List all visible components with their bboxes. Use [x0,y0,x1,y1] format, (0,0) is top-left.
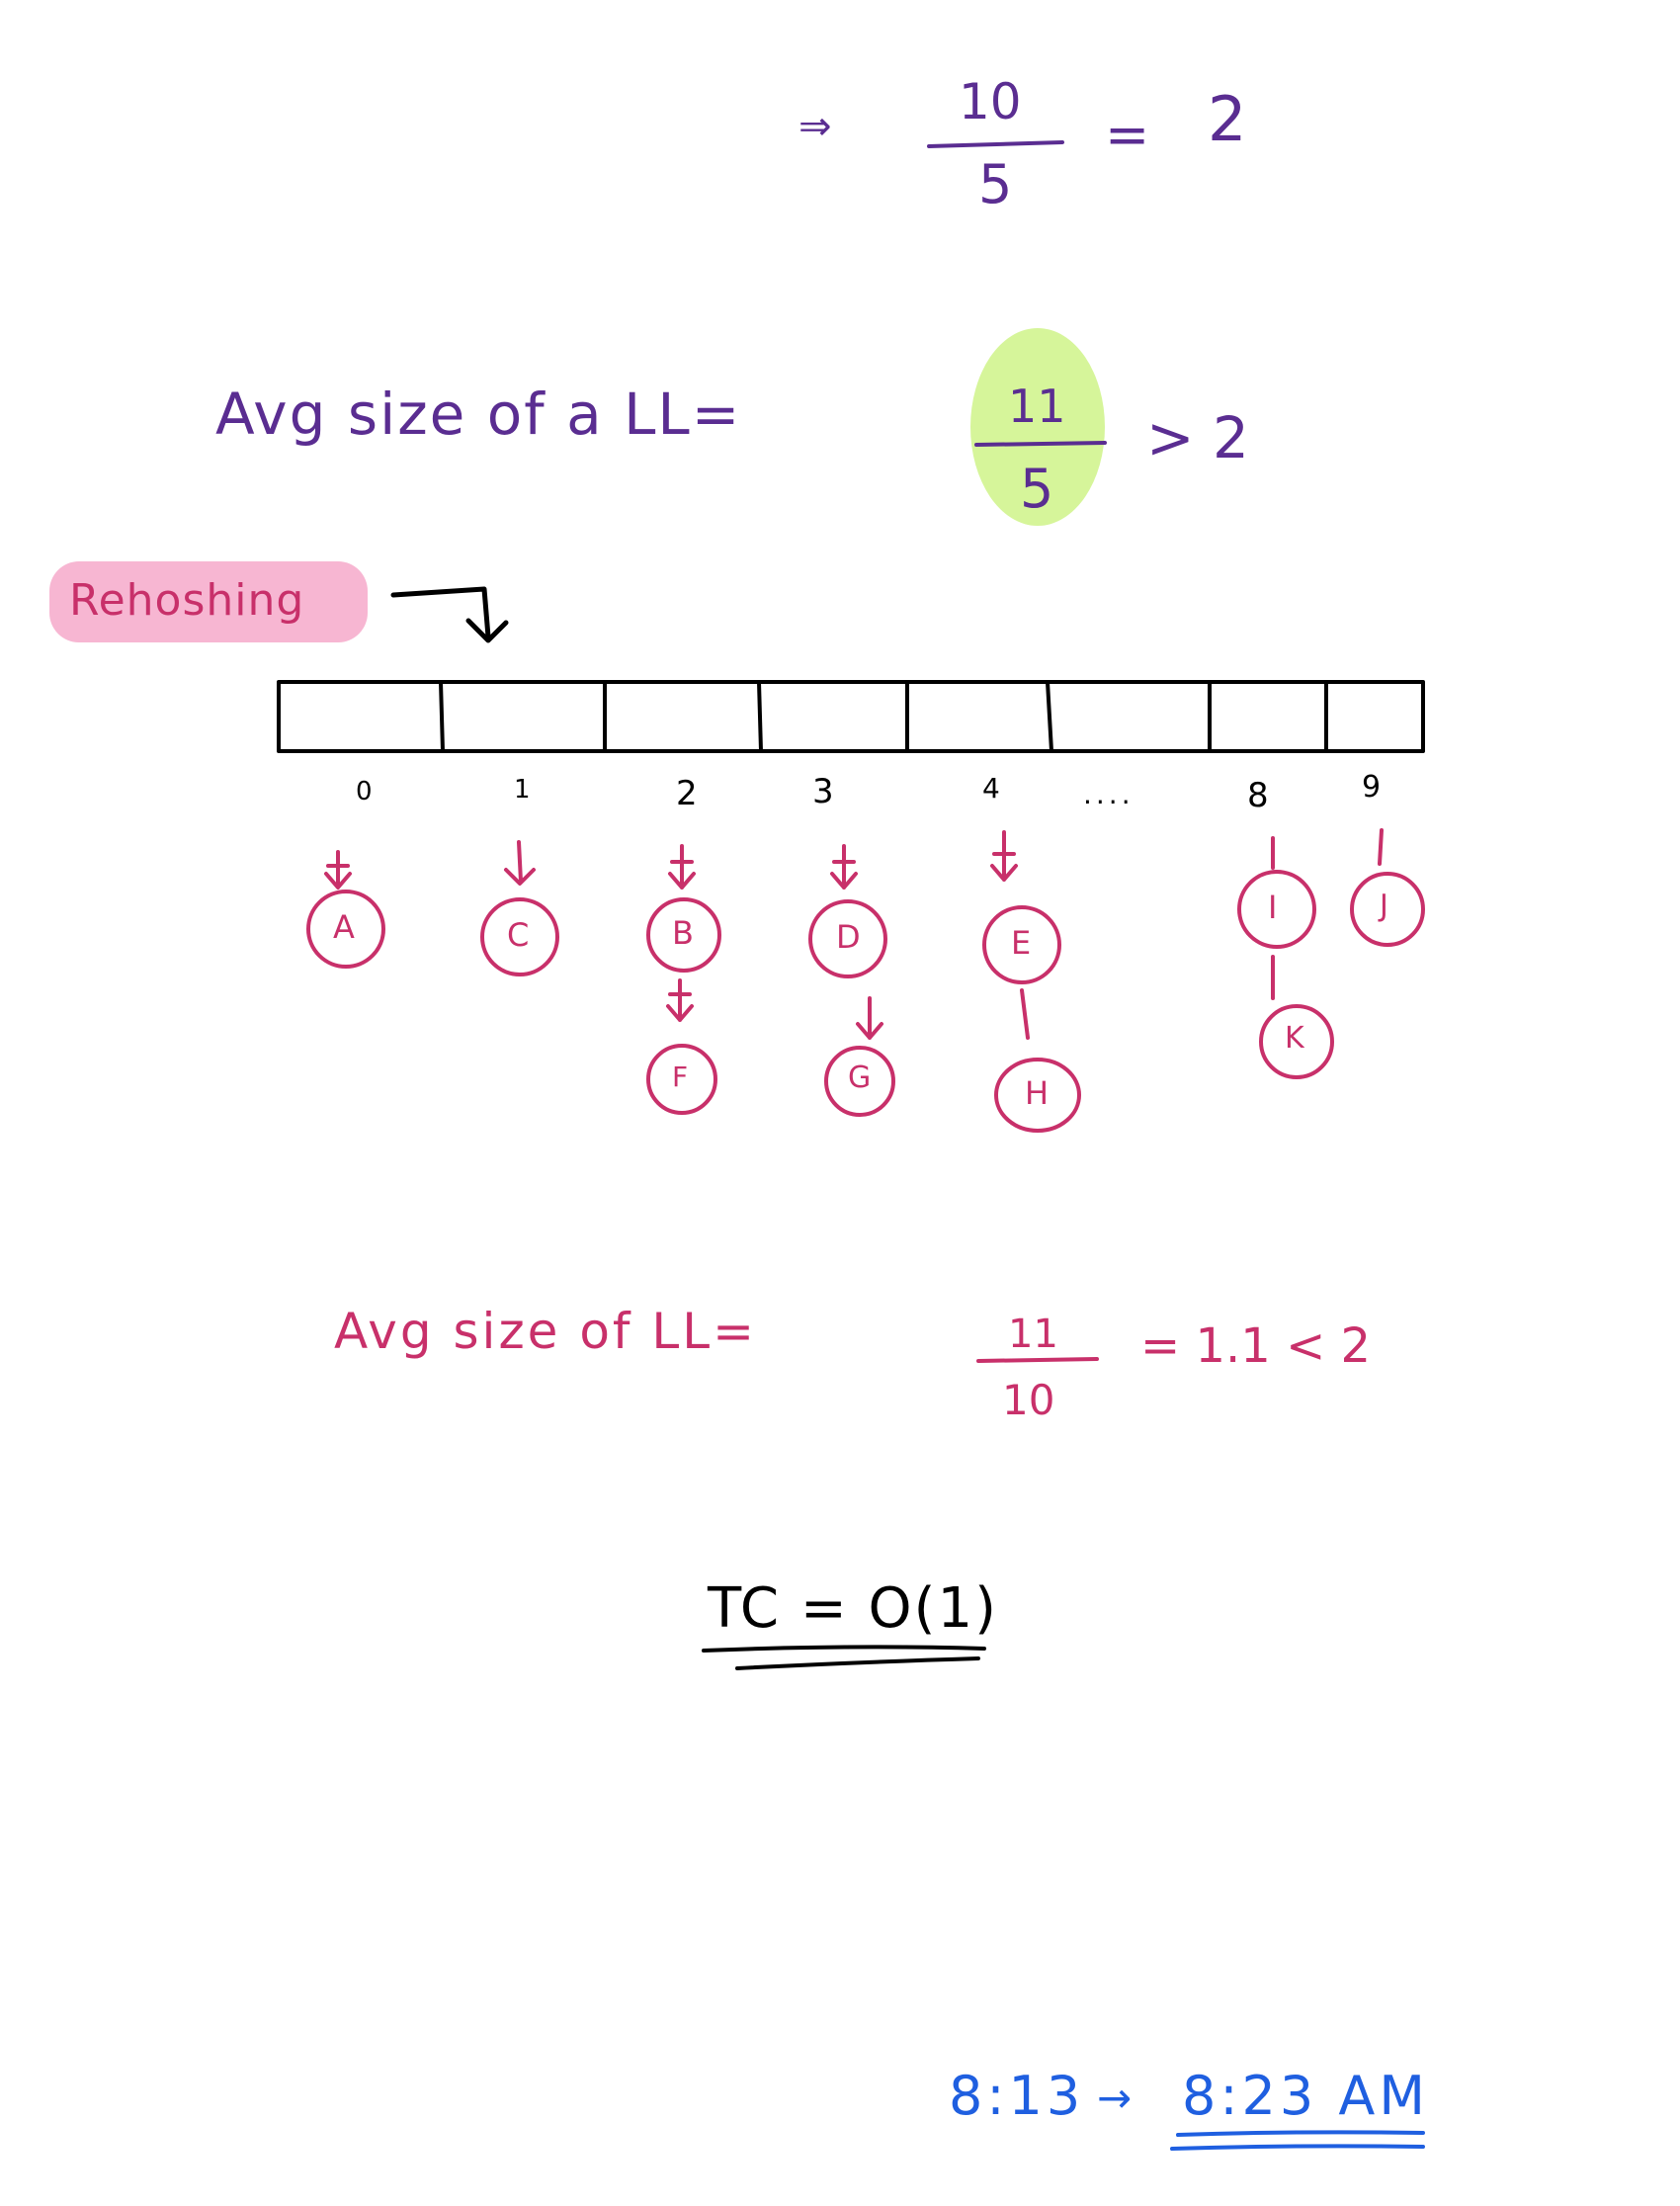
index-label: 2 [676,774,698,813]
timestamp-end: 8:23 AM [1182,2065,1429,2127]
node-circle [306,890,385,969]
node-label: H [1025,1074,1050,1112]
after-fraction-bar [976,1357,1099,1363]
node-label: I [1268,889,1278,926]
node-label: E [1011,924,1032,962]
rehashing-label: Rehoshing [69,575,305,626]
avg-before-denominator: 5 [1020,458,1054,520]
chain-arrow-icon [830,844,858,890]
rehash-arrow-icon [390,586,509,643]
node-circle [994,1058,1081,1133]
implies-arrow: ⇒ [798,104,832,149]
node-label: K [1285,1021,1304,1056]
top-equals: = [1105,104,1150,166]
node-circle [646,897,721,973]
index-label: 4 [982,772,1000,805]
chain-arrow-icon [666,978,694,1022]
avg-before-comparison: > 2 [1146,404,1249,471]
index-label: 0 [356,777,373,806]
top-result: 2 [1208,83,1247,155]
node-circle [1259,1004,1334,1079]
avg-before-numerator: 11 [1008,380,1066,433]
hash-array [277,680,1425,753]
node-label: F [672,1061,689,1093]
top-numerator: 10 [959,73,1022,130]
chain-arrow-icon [668,844,696,890]
timestamp-arrow-icon: → [1097,2074,1133,2122]
array-divider [1046,680,1053,753]
node-circle [646,1044,717,1115]
index-label: 8 [1247,776,1269,815]
chain-arrow-icon [504,840,536,886]
avg-after-denominator: 10 [1002,1376,1055,1424]
timestamp-start: 8:13 [949,2065,1085,2127]
node-label: C [507,916,530,954]
node-circle [1350,872,1425,947]
before-fraction-bar [974,441,1107,447]
avg-after-label: Avg size of LL= [334,1303,758,1360]
node-circle [982,905,1061,984]
tc-underline [735,1656,980,1670]
timestamp-underline [1176,2130,1425,2137]
index-label: .... [1083,778,1134,810]
chain-arrow-icon [324,850,352,890]
node-circle [808,899,887,978]
top-denominator: 5 [978,153,1013,215]
node-label: J [1380,889,1388,923]
chain-link [1378,828,1384,866]
avg-after-numerator: 11 [1008,1312,1058,1357]
index-label: 1 [514,775,531,805]
chain-link [1020,988,1030,1040]
node-label: G [848,1061,872,1095]
array-divider [757,680,763,753]
time-complexity: TC = O(1) [708,1576,998,1641]
rehash-highlight [49,561,368,642]
index-label: 9 [1362,770,1382,805]
node-label: D [836,918,861,956]
array-divider [439,680,445,753]
node-circle [824,1046,895,1117]
node-label: A [333,908,355,946]
node-circle [480,897,559,976]
node-circle [1237,870,1316,949]
tc-underline [702,1645,986,1653]
avg-after-result: = 1.1 < 2 [1140,1318,1372,1374]
avg-before-label: Avg size of a LL= [215,381,742,448]
index-label: 3 [812,772,834,811]
chain-arrow-icon [856,996,883,1040]
fraction-highlight [970,328,1105,526]
top-fraction-bar [927,140,1064,148]
timestamp-underline [1170,2144,1425,2151]
chain-arrow-icon [990,830,1018,882]
node-label: B [672,914,694,952]
